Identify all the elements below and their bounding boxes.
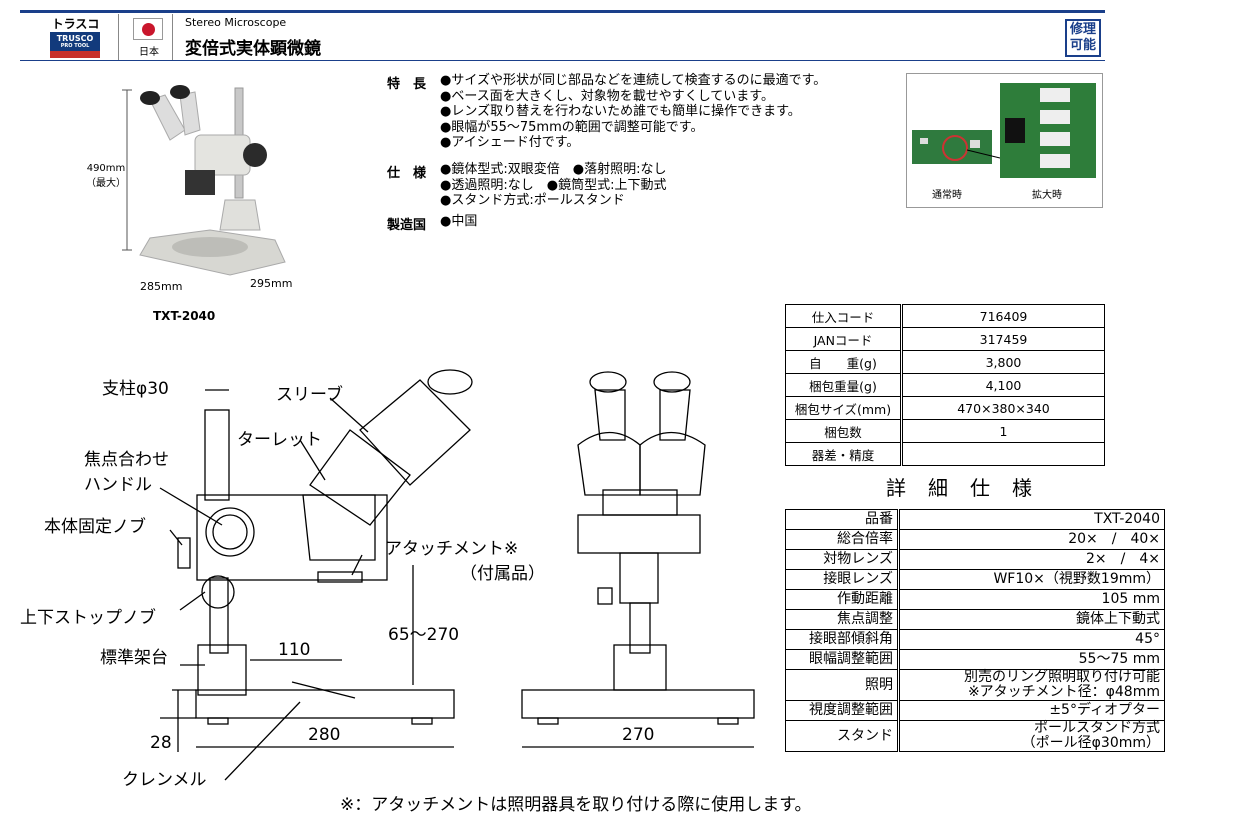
header-rule-top <box>20 10 1105 13</box>
header-divider <box>118 14 119 60</box>
table-row: 梱包重量(g)4,100 <box>785 373 1105 397</box>
spec-table-title: 詳細仕様 <box>886 476 1054 500</box>
table-row: スタンドポールスタンド方式（ポール径φ30mm） <box>785 720 1165 752</box>
turret-label: ターレット <box>237 430 322 450</box>
origin-value: ●中国 <box>440 214 478 229</box>
pcb-inset-frame <box>906 73 1103 208</box>
product-title: 変倍式実体顕微鏡 <box>185 39 321 59</box>
origin-label: 製造国 <box>387 218 427 233</box>
height-dimension: 490mm（最大） <box>86 163 126 189</box>
feature-item: ●ベース面を大きくし、対象物を載せやすくしています。 <box>440 88 775 104</box>
technical-drawing <box>159 369 755 781</box>
model-number: TXT-2040 <box>153 309 216 323</box>
attachment-label: アタッチメント※（付属品） <box>385 539 545 584</box>
microscope-photo <box>122 85 286 276</box>
inset-caption-zoom: 拡大時 <box>1032 190 1062 201</box>
table-row: 梱包サイズ(mm)470×380×340 <box>785 396 1105 420</box>
japan-flag-icon <box>133 18 163 40</box>
table-row: 焦点調整鏡体上下動式 <box>785 609 1165 630</box>
brand-name: トラスコ <box>51 17 100 31</box>
width-dimension: 295mm <box>250 277 293 290</box>
header-divider <box>172 14 173 60</box>
spec-item: ●スタンド方式:ポールスタンド <box>440 193 625 208</box>
table-row: 器差・精度 <box>785 442 1105 466</box>
repair-badge: 修理可能 <box>1065 19 1101 57</box>
pcb-inset-image <box>912 83 1096 178</box>
dimension-280: 280 <box>308 725 341 745</box>
stand-label: 標準架台 <box>100 648 168 668</box>
focus-handle-label: 焦点合わせハンドル <box>84 450 169 495</box>
header-rule-bottom <box>20 60 1105 61</box>
stop-knob-label: 上下ストップノブ <box>20 608 156 628</box>
logo-text: TRUSCO <box>56 34 94 43</box>
body-lock-knob-label: 本体固定ノブ <box>44 517 146 537</box>
spec-item: ●透過照明:なし ●鏡筒型式:上下動式 <box>440 177 667 193</box>
logo-subtext: PRO TOOL <box>60 43 90 49</box>
specs-list: ●鏡体型式:双眼変倍 ●落射照明:なし ●透過照明:なし ●鏡筒型式:上下動式 … <box>440 162 666 209</box>
spec-item: ●鏡体型式:双眼変倍 ●落射照明:なし <box>440 162 667 177</box>
table-row: 自 重(g)3,800 <box>785 350 1105 374</box>
product-subtitle: Stereo Microscope <box>185 16 287 29</box>
feature-item: ●レンズ取り替えを行わないため誰でも簡単に操作できます。 <box>440 104 801 119</box>
feature-item: ●サイズや形状が同じ部品などを連続して検査するのに最適です。 <box>440 73 827 88</box>
inset-caption-normal: 通常時 <box>932 190 962 201</box>
features-list: ●サイズや形状が同じ部品などを連続して検査するのに最適です。 ●ベース面を大きく… <box>440 73 826 151</box>
feature-item: ●アイシェード付です。 <box>440 135 580 150</box>
dimension-28: 28 <box>150 733 172 753</box>
sleeve-label: スリーブ <box>276 385 343 405</box>
features-label: 特 長 <box>387 77 427 92</box>
specs-label: 仕 様 <box>387 166 427 181</box>
dimension-270: 270 <box>622 725 655 745</box>
feature-item: ●眼幅が55～75mmの範囲で調整可能です。 <box>440 119 704 135</box>
table-row: 照明別売のリング照明取り付け可能※アタッチメント径：φ48mm <box>785 669 1165 701</box>
country-label: 日本 <box>139 47 159 58</box>
pillar-label: 支柱φ30 <box>102 379 169 399</box>
clamp-label: クレンメル <box>122 770 207 790</box>
dimension-110: 110 <box>278 640 311 660</box>
table-row: 視度調整範囲±5°ディオプター <box>785 700 1165 721</box>
dimension-65-270: 65～270 <box>388 625 460 645</box>
depth-dimension: 285mm <box>140 280 183 293</box>
footnote: ※：アタッチメントは照明器具を取り付ける際に使用します。 <box>340 795 812 815</box>
